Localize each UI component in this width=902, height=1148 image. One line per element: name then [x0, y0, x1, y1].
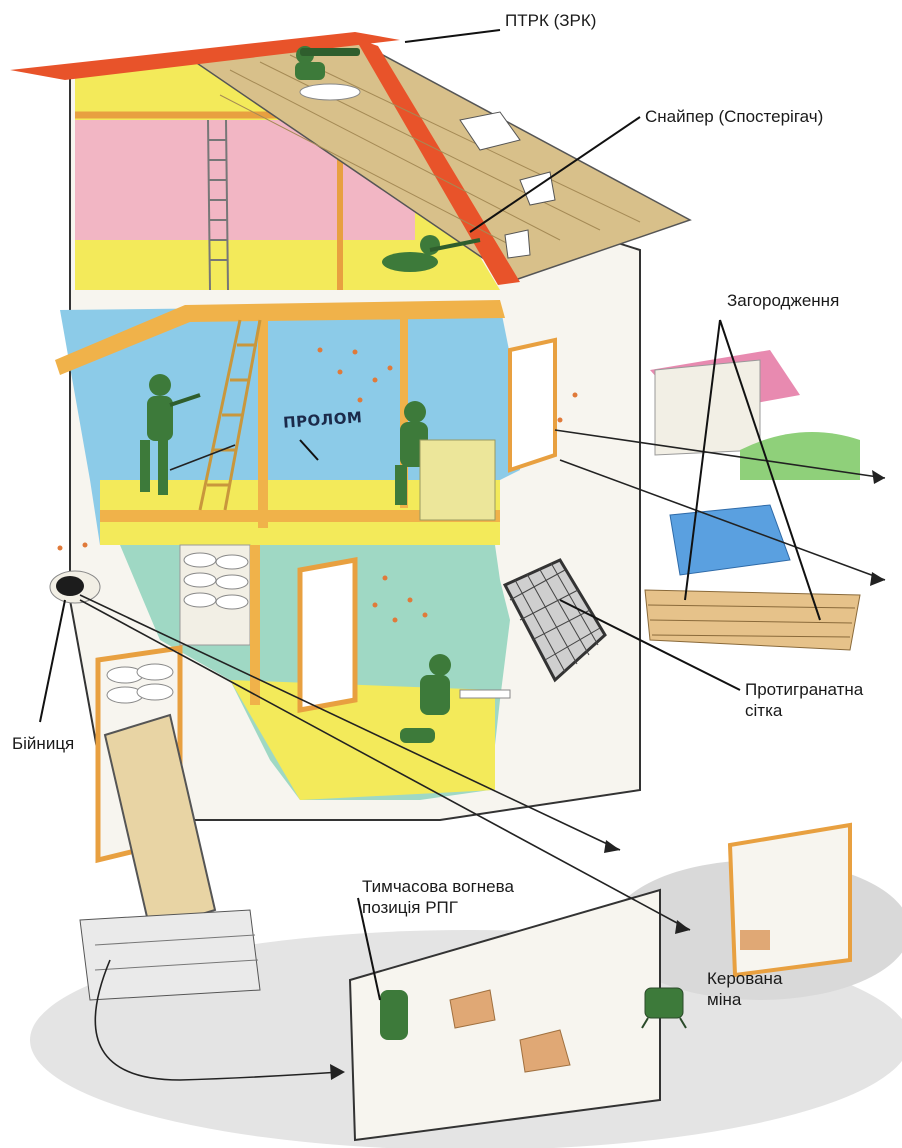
label-atgm: ПТРК (ЗРК) [505, 10, 596, 31]
label-barrier-text: Загородження [727, 290, 839, 311]
label-mine-line2: міна [707, 989, 782, 1010]
label-sniper-text: Снайпер (Спостерігач) [645, 106, 823, 127]
label-rpg-line1: Тимчасова вогнева [362, 876, 514, 897]
label-rpg-position: Тимчасова вогнева позиція РПГ [362, 876, 514, 918]
label-anti-grenade-net: Протигранатна сітка [745, 679, 863, 721]
label-rpg-line2: позиція РПГ [362, 897, 514, 918]
barrier-scene [645, 350, 860, 650]
label-mine-line1: Керована [707, 968, 782, 989]
label-net-line1: Протигранатна [745, 679, 863, 700]
label-net-line2: сітка [745, 700, 863, 721]
label-barrier: Загородження [727, 290, 839, 311]
loophole [50, 571, 100, 603]
label-loophole-text: Бійниця [12, 733, 74, 754]
rubble-wall [350, 890, 660, 1140]
label-controlled-mine: Керована міна [707, 968, 782, 1010]
label-atgm-text: ПТРК (ЗРК) [505, 10, 596, 31]
label-loophole: Бійниця [12, 733, 74, 754]
ruined-wall-right [730, 825, 850, 975]
label-sniper: Снайпер (Спостерігач) [645, 106, 823, 127]
